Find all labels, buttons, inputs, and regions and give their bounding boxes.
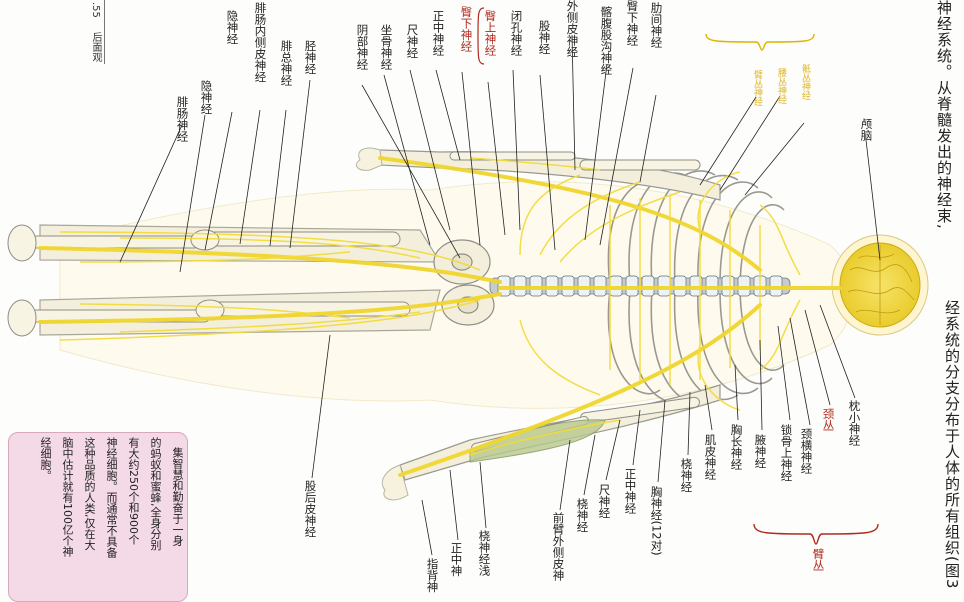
label-intercostal: 肋间神经	[649, 2, 664, 48]
label-ulnar-top: 尺神经	[405, 24, 420, 59]
label-lesser-occipital: 枕小神经	[847, 400, 862, 446]
red-brace-icon	[753, 523, 879, 545]
label-long-thoracic: 胸长神经	[729, 424, 744, 470]
info-line-3: 有大约250个和900个	[127, 437, 141, 545]
label-lateral-cutaneous: 外侧皮神经	[565, 0, 580, 58]
label-supraclavicular: 锁骨上神经	[779, 424, 794, 482]
label-obturator: 闭孔神经	[509, 10, 524, 56]
label-cervical-plexus: 颈丛	[821, 408, 836, 431]
figure-number: .55	[90, 2, 101, 18]
info-line-1: 集智慧和勤奋于一身	[171, 447, 185, 546]
info-line-2: 的蚂蚁和蜜蜂,全身分别	[149, 437, 163, 551]
brain-folds	[847, 245, 915, 325]
label-posterior-femoral-cutaneous: 股后皮神经	[303, 480, 318, 538]
nerve-branches	[59, 157, 801, 456]
label-median-hand: 正中神	[449, 542, 464, 577]
label-superior-gluteal: 臀上神经	[483, 10, 498, 56]
info-line-5: 这种品质的人类,仅在大	[83, 437, 97, 551]
label-saphenous: 隐神经	[199, 80, 214, 115]
label-transverse-cervical: 颈横神经	[799, 428, 814, 474]
label-axillary: 腋神经	[753, 434, 768, 469]
caption-divider	[104, 0, 105, 64]
label-radial: 桡神经	[679, 458, 694, 493]
label-radial-2: 桡神经	[575, 498, 590, 533]
label-musculocutaneous: 肌皮神经	[703, 434, 718, 480]
label-inferior-gluteal: 臀下神经	[459, 6, 474, 52]
label-brachial-plexus-yellow: 臂丛神经	[752, 70, 762, 106]
info-line-4: 神经细胞。而通常不具备	[105, 437, 119, 558]
label-tibial: 胫神经	[303, 40, 318, 75]
label-lumbar-plexus-yellow: 腰丛神经	[776, 68, 786, 104]
info-line-7: 经细胞。	[39, 437, 53, 481]
body-text-line1: 神经系统。从脊髓发出的神经束,	[935, 0, 953, 230]
label-lateral-antebrachial: 前臂外侧皮神	[551, 512, 566, 581]
body-text-line2: 经系统的分支分布于人体的所有组织(图3	[943, 300, 961, 590]
label-medial-sural-cutaneous: 腓肠内侧皮神经	[253, 2, 268, 83]
leader-lines	[119, 34, 881, 556]
label-common-peroneal: 腓总神经	[279, 40, 294, 86]
label-saphenous-top: 隐神经	[225, 10, 240, 45]
label-dorsal-digital: 指背神	[425, 558, 440, 593]
figure-view: 后面观	[90, 32, 101, 62]
info-line-6: 脑中估计就有100亿个神	[61, 437, 75, 557]
label-superficial-radial: 桡神经浅	[477, 530, 492, 576]
label-median: 正中神经	[623, 468, 638, 514]
label-median-top: 正中神经	[431, 10, 446, 56]
label-pudendal: 阴部神经	[355, 24, 370, 70]
label-inferior-gluteal-top: 臀下神经	[625, 0, 640, 46]
info-box: 集智慧和勤奋于一身 的蚂蚁和蜜蜂,全身分别 有大约250个和900个 神经细胞。…	[8, 432, 188, 602]
label-brachial-plexus: 臂丛	[811, 548, 826, 571]
label-ilioinguinal: 髂腹股沟神经	[599, 6, 614, 75]
label-brain: 颅脑	[859, 118, 874, 141]
label-sacral-plexus-yellow: 骶丛神经	[800, 64, 810, 100]
label-femoral: 股神经	[537, 20, 552, 55]
red-bracket-icon	[477, 7, 485, 65]
label-sural: 腓肠神经	[175, 96, 190, 142]
label-ulnar: 尺神经	[597, 484, 612, 519]
yellow-brace-icon	[705, 33, 815, 51]
label-thoracic-12-pairs: 胸神经(12对)	[649, 486, 664, 556]
label-sciatic: 坐骨神经	[379, 24, 394, 70]
